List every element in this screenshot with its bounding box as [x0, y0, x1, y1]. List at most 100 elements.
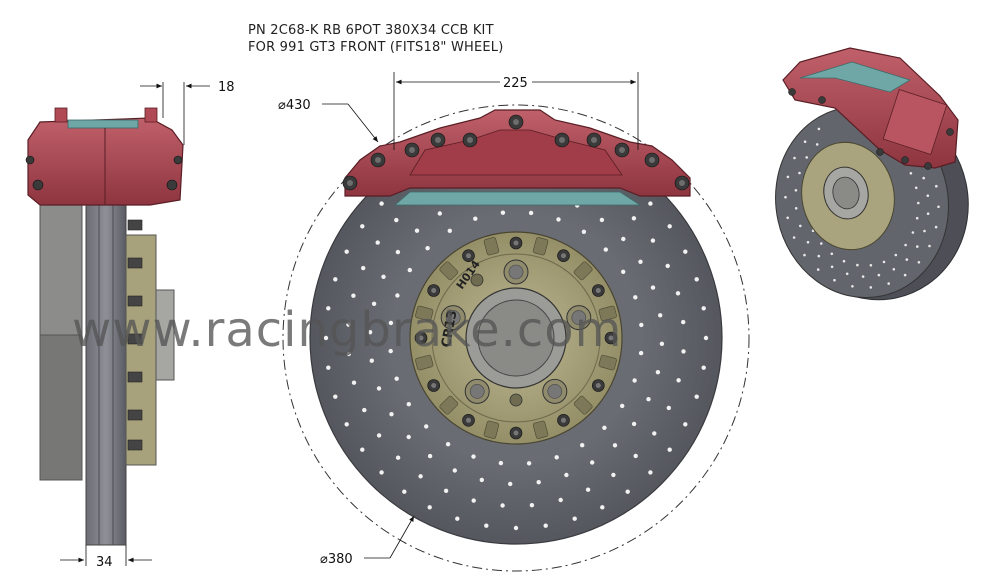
drill-hole: [603, 247, 608, 252]
iso-drill-hole: [915, 216, 919, 220]
side-bolts: [127, 219, 143, 451]
drill-hole: [500, 503, 505, 508]
drill-hole: [427, 505, 432, 510]
drill-hole: [333, 277, 338, 282]
iso-drill-hole: [909, 172, 913, 175]
drill-hole: [681, 319, 686, 325]
drill-hole: [376, 386, 382, 391]
drill-hole: [632, 378, 637, 383]
outer-430-circle: [282, 104, 750, 572]
drill-hole: [564, 472, 569, 478]
iso-drill-hole: [806, 240, 810, 244]
iso-drill-hole: [817, 127, 821, 131]
drill-hole: [536, 480, 541, 485]
dim-caliper-width-label: 225: [503, 76, 528, 91]
iso-drill-hole: [816, 268, 820, 271]
drill-hole: [388, 348, 393, 354]
iso-view: [775, 47, 969, 301]
drill-hole: [500, 210, 506, 215]
iso-drill-hole: [833, 278, 836, 282]
hat-slot: [483, 420, 500, 439]
iso-drill-hole: [892, 268, 896, 271]
iso-drill-hole: [887, 282, 890, 285]
drill-hole: [508, 481, 513, 487]
drill-hole: [631, 216, 637, 221]
drill-hole: [585, 487, 591, 492]
iso-drill-hole: [830, 252, 834, 256]
drill-hole: [406, 402, 411, 407]
iso-drill-hole: [817, 254, 821, 258]
drill-hole: [418, 474, 423, 479]
iso-drill-hole: [792, 236, 796, 239]
drill-hole: [621, 236, 626, 242]
drill-hole: [379, 470, 384, 475]
iso-drill-hole: [786, 216, 789, 220]
iso-drill-hole: [856, 263, 859, 267]
drill-hole: [572, 516, 577, 521]
iso-drill-hole: [803, 140, 807, 143]
iso-drill-hole: [799, 224, 802, 228]
drill-hole: [612, 443, 618, 448]
iso-drill-hole: [937, 205, 940, 209]
drill-hole: [369, 358, 374, 363]
drill-hole: [389, 412, 394, 417]
title-line-2: FOR 991 GT3 FRONT (FITS18" WHEEL): [248, 40, 504, 55]
title-line-1: PN 2C68-K RB 6POT 380X34 CCB KIT: [248, 23, 494, 38]
drill-hole: [381, 274, 386, 279]
caliper-bridge-pad: [67, 119, 139, 129]
drill-hole: [367, 330, 373, 335]
drill-hole: [484, 523, 489, 528]
drill-hole: [427, 453, 433, 459]
drill-hole: [683, 249, 688, 254]
hat-slot: [439, 261, 459, 281]
drill-hole: [580, 443, 585, 448]
iso-drill-hole: [903, 273, 907, 277]
front-view: CR13 H014 225 ⌀430 ⌀380: [278, 72, 750, 572]
drawing-title: PN 2C68-K RB 6POT 380X34 CCB KIT FOR 991…: [248, 22, 504, 56]
iso-drill-hole: [820, 242, 823, 245]
hat-slot: [415, 354, 434, 371]
iso-drill-hole: [911, 231, 915, 234]
iso-drill-hole: [803, 253, 806, 257]
iso-drill-hole: [798, 171, 801, 175]
iso-drill-hole: [861, 275, 865, 278]
drill-hole: [395, 293, 400, 298]
drill-hole: [528, 210, 534, 216]
drill-hole: [667, 447, 672, 452]
iso-drill-hole: [916, 245, 919, 248]
drill-hole: [655, 370, 661, 375]
drill-hole: [701, 306, 706, 311]
iso-drill-hole: [926, 212, 930, 215]
lug-holes: [440, 259, 592, 404]
drill-hole: [375, 240, 380, 245]
drill-hole: [646, 397, 651, 402]
drill-hole: [346, 351, 351, 357]
iso-drill-hole: [928, 244, 931, 248]
caliper-pad-visible: [393, 191, 642, 206]
drill-hole: [681, 349, 686, 354]
hat-slot: [415, 305, 434, 322]
drill-hole: [479, 477, 484, 483]
drill-hole: [407, 267, 412, 273]
drill-hole: [414, 228, 420, 233]
drill-hole: [471, 498, 476, 503]
drill-hole: [658, 313, 663, 318]
drill-hole: [388, 320, 394, 326]
drill-hole: [394, 376, 399, 381]
dim-thickness-label: 34: [96, 555, 113, 570]
drill-hole: [611, 472, 616, 478]
drill-hole: [650, 285, 656, 290]
drill-hole: [543, 523, 548, 528]
drill-hole: [639, 322, 644, 328]
drill-hole: [351, 380, 357, 385]
drill-hole: [362, 407, 367, 413]
drill-hole: [473, 216, 478, 221]
drill-hole: [447, 228, 452, 233]
drill-hole: [371, 301, 377, 306]
iso-drill-hole: [805, 156, 808, 159]
iso-drill-hole: [794, 207, 798, 210]
drill-hole: [556, 217, 561, 222]
iso-drill-hole: [923, 229, 926, 233]
iso-drill-hole: [869, 286, 873, 289]
